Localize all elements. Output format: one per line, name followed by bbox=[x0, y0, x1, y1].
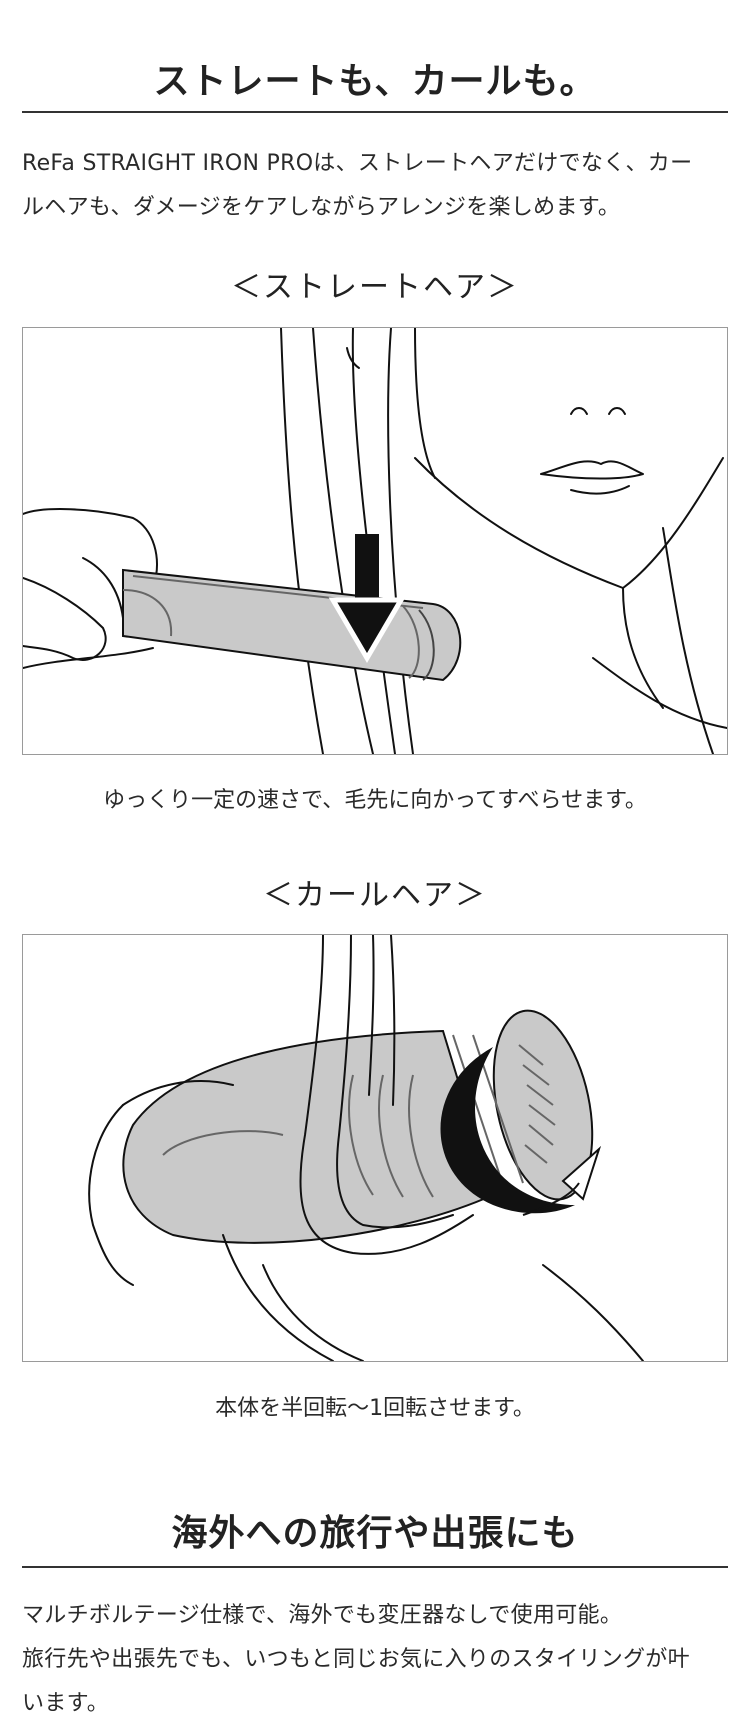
curl-hair-strand bbox=[299, 935, 474, 1255]
straight-hair-caption: ゆっくり一定の速さで、毛先に向かってすべらせます。 bbox=[103, 788, 647, 813]
hair-strand bbox=[280, 328, 324, 754]
travel-line-2: 旅行先や出張先でも、いつもと同じお気に入りのスタイリングが叶 bbox=[22, 1647, 690, 1672]
curl-hair-caption: 本体を半回転〜1回転させます。 bbox=[215, 1396, 535, 1421]
travel-paragraph: マルチボルテージ仕様で、海外でも変圧器なしで使用可能。 旅行先や出張先でも、いつ… bbox=[22, 1594, 728, 1726]
intro-paragraph: ReFa STRAIGHT IRON PROは、ストレートヘアだけでなく、カー … bbox=[22, 142, 728, 230]
straight-hair-illustration bbox=[22, 327, 728, 755]
intro-line-1: ReFa STRAIGHT IRON PROは、ストレートヘアだけでなく、カー bbox=[22, 151, 693, 176]
curl-iron-drawing bbox=[88, 935, 644, 1361]
section-title-travel: 海外への旅行や出張にも bbox=[171, 1513, 579, 1554]
iron-body bbox=[122, 568, 462, 682]
curl-hair-heading: ＜カールヘア＞ bbox=[263, 878, 487, 913]
travel-line-1: マルチボルテージ仕様で、海外でも変圧器なしで使用可能。 bbox=[22, 1603, 623, 1628]
travel-line-3: います。 bbox=[22, 1691, 110, 1716]
straight-iron-drawing bbox=[23, 328, 727, 754]
curl-iron-body bbox=[122, 1029, 495, 1244]
direction-arrow-head bbox=[328, 597, 406, 663]
travel-divider bbox=[22, 1566, 728, 1568]
section-title-straight-curl: ストレートも、カールも。 bbox=[153, 61, 597, 102]
rotation-arrow bbox=[440, 1047, 575, 1214]
iron-tip bbox=[492, 1009, 594, 1201]
title-divider bbox=[22, 111, 728, 113]
straight-hair-heading: ＜ストレートヘア＞ bbox=[231, 270, 519, 305]
curl-hair-illustration bbox=[22, 934, 728, 1362]
direction-arrow-shaft bbox=[355, 534, 379, 606]
intro-line-2: ルヘアも、ダメージをケアしながらアレンジを楽しめます。 bbox=[22, 195, 621, 220]
